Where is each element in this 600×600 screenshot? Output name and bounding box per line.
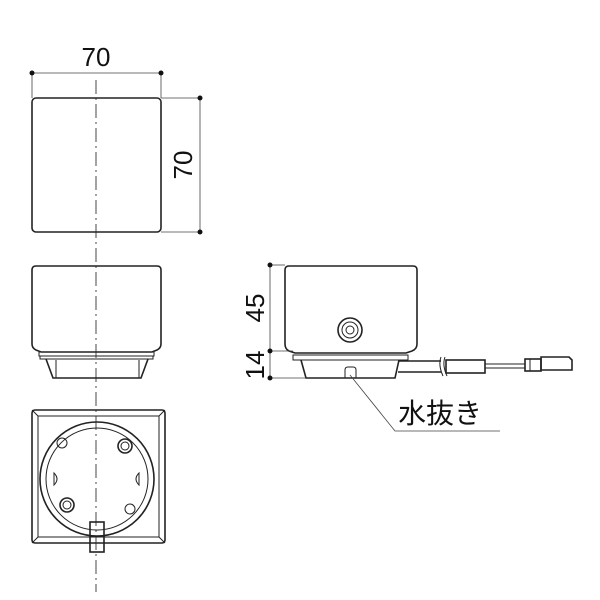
side-view: 45 14 水抜き — [240, 262, 573, 432]
dimension-base-height: 14 — [240, 351, 270, 380]
dimension-width: 70 — [82, 42, 111, 72]
drain-hole-label: 水抜き — [398, 398, 482, 429]
dimension-depth: 70 — [168, 151, 198, 180]
front-view — [31, 265, 162, 379]
bottom-view — [31, 409, 166, 553]
top-view: 70 70 — [29, 42, 203, 235]
dimension-body-height: 45 — [240, 294, 270, 323]
